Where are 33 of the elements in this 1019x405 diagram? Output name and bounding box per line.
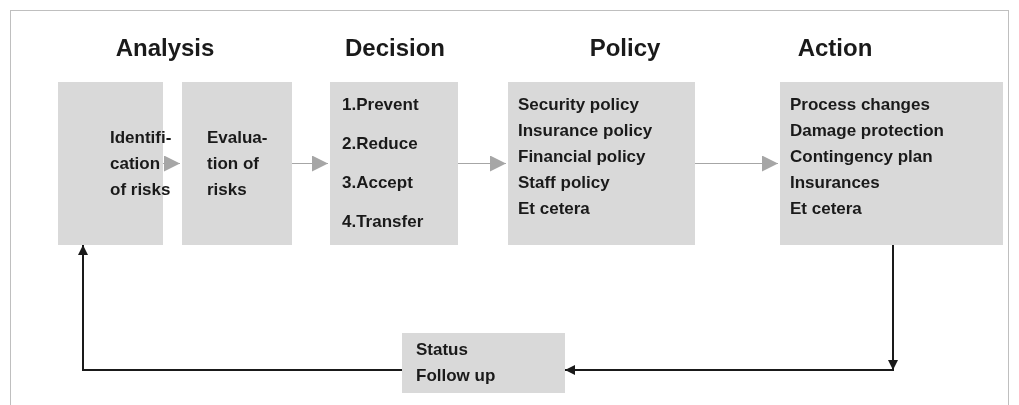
column-heading: Policy	[589, 33, 661, 63]
arrow	[694, 155, 779, 172]
box-text: Contingency plan	[790, 146, 934, 168]
box-text: Staff policy	[518, 172, 611, 194]
box-text: Insurance policy	[518, 120, 654, 142]
arrow	[457, 155, 507, 172]
column-heading: Decision	[345, 33, 445, 63]
box-text: Et cetera	[518, 198, 591, 220]
process-box	[330, 82, 458, 245]
arrow	[78, 244, 403, 371]
box-text: Et cetera	[790, 198, 863, 220]
column-heading: Action	[797, 33, 873, 63]
box-text: Security policy	[518, 94, 640, 116]
box-text: 2.Reduce	[342, 133, 419, 156]
box-text: Insurances	[790, 172, 881, 194]
box-text: 4.Transfer	[342, 210, 425, 233]
process-box	[402, 333, 565, 393]
process-box	[780, 82, 1003, 245]
box-text: Damage protection	[790, 120, 945, 142]
process-box	[508, 82, 695, 245]
column-heading: Analysis	[115, 33, 215, 63]
arrow	[291, 155, 329, 172]
box-text: Identifi-cation of risks	[110, 126, 173, 201]
arrow	[162, 155, 181, 172]
box-text: Evalua-tion of risks	[207, 126, 269, 201]
box-text: Process changes	[790, 94, 931, 116]
arrow	[564, 244, 898, 375]
box-text: 3.Accept	[342, 171, 414, 194]
box-text: Financial policy	[518, 146, 647, 168]
box-text: Status	[416, 339, 469, 361]
process-box	[182, 82, 292, 245]
box-text: 1.Prevent	[342, 94, 420, 117]
box-text: Follow up	[416, 365, 497, 387]
